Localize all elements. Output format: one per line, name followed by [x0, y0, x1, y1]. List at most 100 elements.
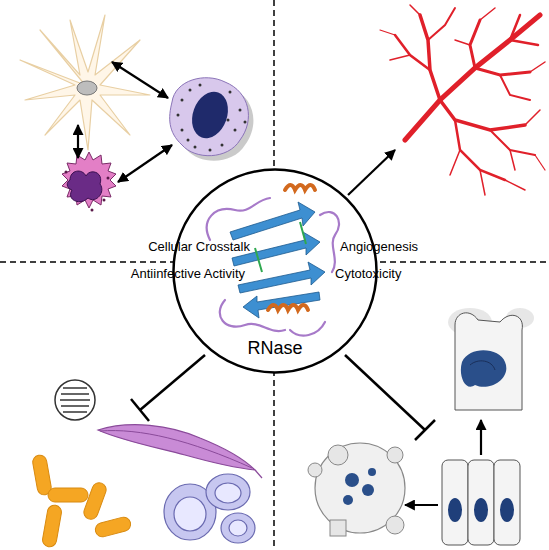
crosstalk-arrow: [112, 62, 168, 98]
neutrophil-cell: [107, 177, 110, 180]
epithelial-cells: [448, 498, 514, 522]
necrotic-cell: [448, 308, 534, 410]
inhibition-line: [131, 399, 149, 421]
astrocyte-cell: [77, 81, 97, 95]
neutrophil-cell: [91, 209, 94, 212]
blood-vessel: [480, 8, 495, 20]
blood-vessel: [525, 110, 540, 125]
inhibition-line: [345, 355, 435, 440]
neutrophil-cell: [65, 171, 110, 212]
trypanosome-symbol: [255, 470, 262, 478]
blood-vessel: [475, 68, 530, 75]
eosinophil-cell: [239, 109, 242, 112]
quadrant-label: Cytotoxicity: [335, 266, 485, 281]
epithelial-cells: [442, 460, 468, 545]
quadrant-label: Antiinfective Activity: [40, 266, 245, 281]
trypanosome-symbol: [98, 425, 262, 478]
epithelial-cells: [448, 498, 462, 522]
blood-vessel: [510, 40, 538, 45]
trypanosome-symbol: [100, 431, 252, 468]
necrotic-cell: [470, 361, 495, 370]
neutrophil-cell: [62, 152, 116, 208]
blood-vessel: [500, 75, 530, 100]
blood-vessel: [505, 180, 525, 190]
epithelial-cells: [442, 460, 520, 545]
yeast-symbol: [206, 474, 250, 510]
crosstalk-arrow: [77, 125, 79, 158]
eosinophil-cell: [187, 139, 190, 142]
crosstalk-arrow: [78, 62, 172, 182]
apoptotic-cell: [308, 443, 405, 536]
inhibition-line: [140, 355, 205, 410]
neutrophil-cell: [103, 199, 106, 202]
eosinophil-cell: [199, 84, 202, 87]
yeast-symbol: [215, 483, 241, 503]
blood-vessel: [490, 130, 535, 155]
effect-arrow: [348, 150, 395, 195]
eosinophil-cell: [186, 87, 234, 144]
neutrophil-cell: [62, 152, 116, 212]
eosinophil-cell: [177, 84, 247, 152]
yeast-symbol: [229, 520, 247, 536]
yeast-symbol: [221, 513, 255, 543]
blood-vessel: [450, 150, 460, 175]
cytotoxicity-arrow: [405, 420, 481, 505]
eosinophil-cell: [221, 144, 224, 147]
eosinophil-cell: [194, 146, 197, 149]
blood-vessel: [470, 20, 480, 68]
inhibition-line: [345, 355, 425, 430]
necrotic-cell: [461, 350, 506, 387]
blood-vessel: [535, 155, 545, 170]
blood-vessel: [390, 55, 410, 60]
apoptotic-cell: [368, 468, 376, 476]
eosinophil-cell: [170, 78, 254, 161]
apoptotic-cell: [330, 520, 346, 536]
blood-vessel: [395, 35, 430, 70]
apoptotic-cell: [343, 495, 353, 505]
virus-symbol: [55, 380, 95, 420]
bacteria-symbol: [82, 481, 108, 521]
blood-vessel: [380, 5, 545, 195]
quadrant-label: Cellular Crosstalk: [80, 239, 250, 254]
blood-vessel: [455, 40, 470, 45]
quadrant-label: Angiogenesis: [340, 239, 490, 254]
blood-vessel: [428, 8, 455, 40]
blood-vessel: [410, 5, 420, 15]
inhibition-line: [415, 420, 435, 440]
bacteria-symbol: [41, 504, 62, 548]
eosinophil-cell: [181, 129, 184, 132]
apoptotic-cell: [386, 516, 404, 534]
blood-vessel: [380, 30, 395, 35]
eosinophil-cell: [177, 114, 180, 117]
eosinophil-cell: [181, 99, 184, 102]
cytotoxicity-arrow: [405, 504, 438, 506]
trypanosome-symbol: [98, 425, 255, 470]
apoptotic-cell: [343, 468, 376, 505]
apoptotic-cell: [345, 473, 359, 487]
yeast-symbol: [174, 497, 206, 531]
apoptotic-cell: [362, 484, 374, 496]
inhibition-line: [131, 355, 205, 421]
blood-vessel: [530, 62, 545, 72]
yeast-symbol: [164, 474, 255, 543]
epithelial-cells: [494, 460, 520, 545]
eosinophil-cell: [234, 129, 237, 132]
apoptotic-cell: [315, 443, 405, 533]
blood-vessel: [510, 15, 520, 40]
blood-vessel: [420, 15, 440, 100]
epithelial-cells: [468, 460, 494, 545]
apoptotic-cell: [328, 445, 348, 465]
astrocyte-cell: [20, 15, 150, 150]
blood-vessel: [440, 100, 525, 130]
eosinophil-cell: [170, 78, 249, 156]
apoptotic-cell: [387, 447, 403, 463]
blood-vessel: [405, 15, 540, 140]
cytotoxicity-arrow: [480, 420, 482, 455]
epithelial-cells: [474, 498, 488, 522]
eosinophil-cell: [209, 149, 212, 152]
neutrophil-cell: [67, 171, 102, 202]
apoptotic-cell: [308, 463, 322, 477]
epithelial-cells: [500, 498, 514, 522]
